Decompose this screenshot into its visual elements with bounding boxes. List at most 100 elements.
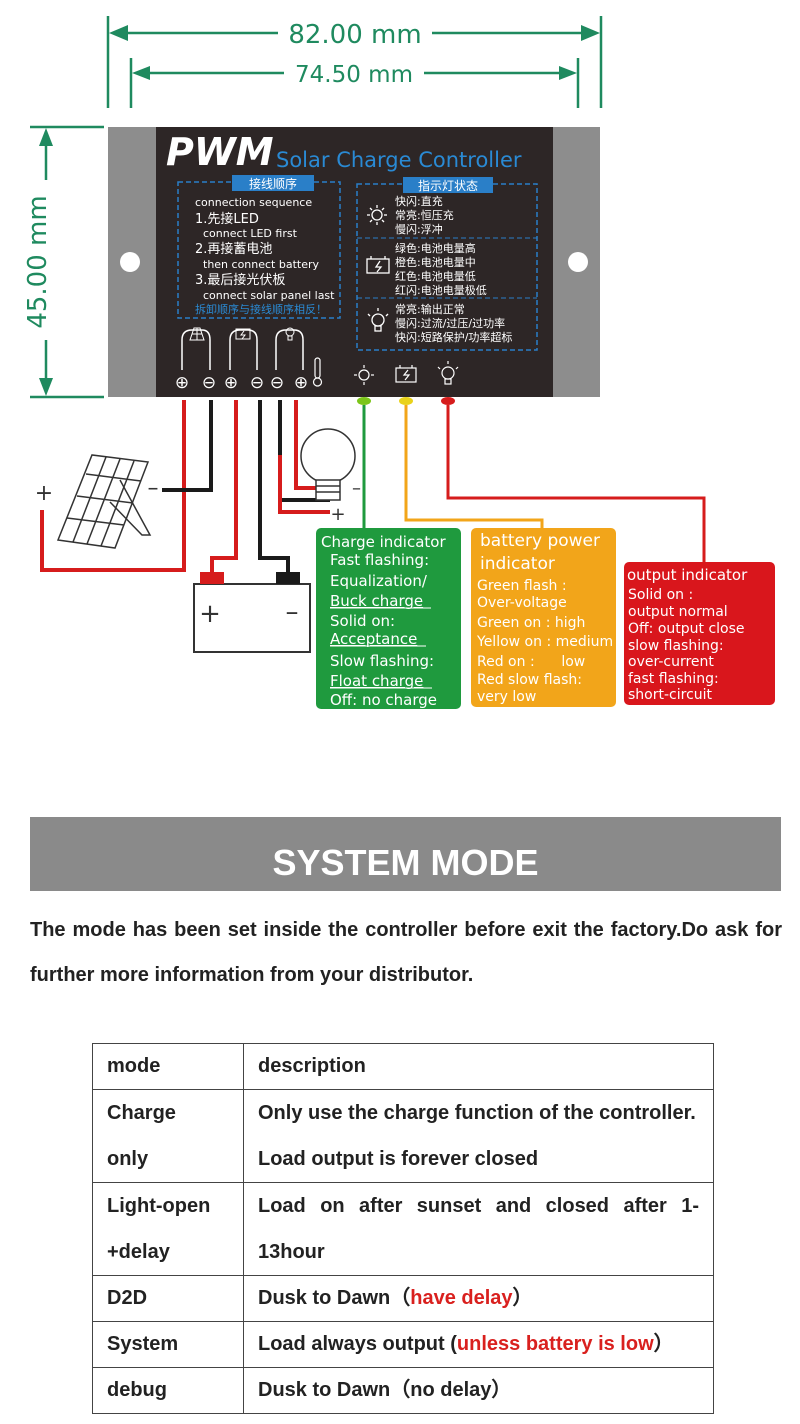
disassembly-note: 拆卸顺序与接线顺序相反！: [195, 302, 327, 316]
mounting-hole-left: [120, 252, 140, 272]
wiring-diagram: 82.00 mm 74.50 mm 45.00 mm PWM Solar Cha…: [23, 16, 775, 709]
solar-plus-sign: +: [35, 481, 53, 506]
battery-minus-wire: [258, 400, 290, 572]
mode-cell: debug: [92, 1367, 244, 1414]
battery-led: [399, 397, 413, 405]
description-text: ）: [512, 1287, 533, 1309]
led-bulb-icon: [437, 361, 459, 385]
charge-line-1: Fast flashing:: [330, 551, 429, 569]
description-text: ）: [653, 1333, 674, 1355]
mounting-hole-right: [568, 252, 588, 272]
description-cell: Load always output (unless battery is lo…: [243, 1321, 714, 1368]
battery-state-1: 绿色:电池电量高: [395, 241, 476, 255]
header-mode: mode: [92, 1043, 244, 1090]
system-mode-title: SYSTEM MODE: [272, 842, 539, 883]
charge-state-1: 快闪:直充: [395, 194, 443, 208]
indicator-header-tab: [403, 177, 493, 193]
solar-minus-wire: [162, 400, 213, 492]
battery-line-1: Green flash :: [477, 578, 567, 594]
panel-title: Solar Charge Controller: [276, 148, 522, 172]
description-text: Dusk to Dawn（: [258, 1287, 411, 1309]
charge-line-8: Off: no charge: [330, 691, 437, 709]
load-state-2: 慢闪:过流/过压/过功率: [395, 316, 505, 330]
battery-indicator-title-1: battery power: [480, 531, 600, 551]
led-battery-icon: [395, 365, 417, 383]
step-2-cn: 2.再接蓄电池: [195, 241, 272, 257]
battery-icon: [366, 256, 390, 274]
mode-table: mode description Charge only Only use th…: [92, 1043, 714, 1414]
table-row: debug Dusk to Dawn（no delay）: [92, 1367, 714, 1414]
pwm-logo: PWM: [166, 130, 274, 174]
description-cell: Only use the charge function of the cont…: [243, 1089, 714, 1183]
output-led-wire: [446, 405, 706, 562]
battery-illustration: [193, 572, 311, 653]
system-mode-banner: SYSTEM MODE: [30, 817, 781, 891]
output-indicator-box: [624, 562, 775, 705]
step-1-en: connect LED first: [203, 227, 298, 240]
battery-state-3: 红色:电池电量低: [395, 269, 476, 283]
step-3-cn: 3.最后接光伏板: [195, 272, 285, 288]
battery-state-4: 红闪:电池电量极低: [395, 283, 487, 297]
description-text: Load always output (: [258, 1333, 457, 1355]
solar-plus-wire: [40, 400, 186, 572]
sun-icon: [367, 205, 387, 225]
lamp-minus-sign: –: [352, 478, 361, 499]
description-cell: Dusk to Dawn（have delay）: [243, 1275, 714, 1322]
led-sun-icon: [354, 365, 374, 385]
connection-header-tab: [232, 175, 314, 191]
battery-minus-sign: –: [286, 597, 299, 627]
charge-state-3: 慢闪:浮冲: [395, 222, 443, 236]
mode-line: only: [107, 1148, 149, 1170]
load-plus-wire: [294, 400, 316, 490]
terminal-load-minus: ⊖: [270, 373, 284, 393]
connection-header: 接线顺序: [249, 176, 297, 191]
system-mode-intro: The mode has been set inside the control…: [30, 919, 782, 986]
battery-plus-wire: [210, 400, 238, 572]
inner-width-label: 74.50 mm: [295, 62, 413, 88]
mode-cell: D2D: [92, 1275, 244, 1322]
load-state-1: 常亮:输出正常: [395, 302, 465, 316]
inner-width-dimension: [129, 58, 580, 108]
charge-line-6: Slow flashing:: [330, 652, 434, 670]
battery-plus-sign: +: [199, 599, 221, 629]
description-highlight: unless battery is low: [456, 1333, 654, 1355]
height-dimension: [30, 125, 104, 399]
mode-line: Charge: [107, 1102, 176, 1124]
table-row: Charge only Only use the charge function…: [92, 1089, 714, 1183]
outer-width-label: 82.00 mm: [288, 20, 421, 50]
step-3-en: connect solar panel last: [203, 289, 335, 302]
controller-body: [108, 127, 600, 397]
mode-cell: Charge only: [92, 1089, 244, 1183]
battery-line-2: Over-voltage: [477, 595, 567, 611]
terminal-battery-plus: ⊕: [224, 373, 238, 393]
battery-indicator-box: [471, 528, 616, 707]
battery-line-5: Red on : low: [477, 654, 585, 670]
terminal-solar-minus: ⊖: [202, 373, 216, 393]
mode-cell: System: [92, 1321, 244, 1368]
outer-width-dimension: [106, 16, 603, 108]
bulb-icon: [367, 308, 389, 332]
charge-line-2: Equalization/: [330, 572, 428, 590]
solar-minus-sign: –: [148, 476, 159, 501]
output-line-2: output normal: [628, 604, 728, 620]
mode-line: +delay: [107, 1241, 170, 1263]
output-line-1: Solid on :: [628, 587, 693, 603]
lamp-plus-sign: +: [330, 504, 345, 525]
step-2-en: then connect battery: [203, 258, 320, 271]
table-header-row: mode description: [92, 1043, 714, 1090]
output-line-3: Off: output close: [628, 621, 745, 637]
charge-state-2: 常亮:恒压充: [395, 208, 454, 222]
charge-line-5: Acceptance: [330, 630, 417, 648]
output-line-4: slow flashing:: [628, 638, 724, 654]
connection-sequence-label: connection sequence: [195, 196, 312, 209]
mode-cell: Light-open +delay: [92, 1182, 244, 1276]
description-cell: Dusk to Dawn（no delay）: [243, 1367, 714, 1414]
panel-bulb-icon: [285, 327, 295, 341]
charge-indicator-title: Charge indicator: [321, 533, 446, 551]
battery-line-7: very low: [477, 689, 536, 705]
battery-line-4: Yellow on : medium: [476, 634, 613, 650]
solar-panel-illustration: [56, 454, 152, 549]
height-label: 45.00 mm: [23, 195, 53, 328]
output-line-6: fast flashing:: [628, 671, 719, 687]
step-1-cn: 1.先接LED: [195, 211, 259, 227]
